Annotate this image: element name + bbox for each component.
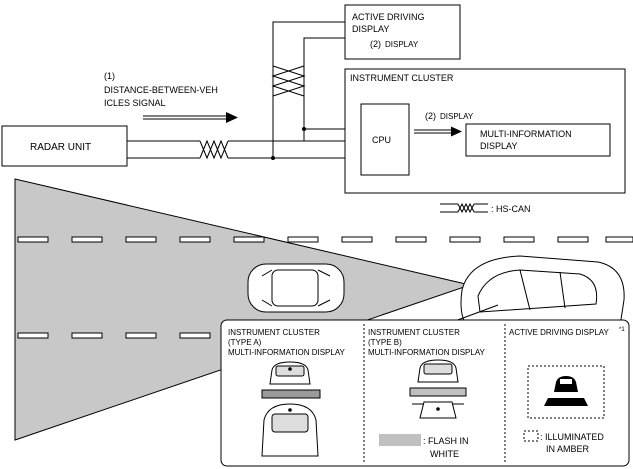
col-c-title: ACTIVE DRIVING DISPLAY xyxy=(509,328,610,337)
col-b-line3: MULTI-INFORMATION DISPLAY xyxy=(368,348,486,357)
active-display-line2: DISPLAY xyxy=(352,24,389,34)
illum-legend-line2: IN AMBER xyxy=(546,444,590,454)
bus-junction-2 xyxy=(271,156,275,160)
active-display-signal-num: (2) xyxy=(370,39,381,49)
multi-information-display-box xyxy=(465,123,611,157)
hs-can-bus-lines xyxy=(127,21,361,160)
cluster-signal-arrow xyxy=(414,126,462,137)
col-b-line1: INSTRUMENT CLUSTER xyxy=(368,328,460,337)
col-a-line1: INSTRUMENT CLUSTER xyxy=(228,328,320,337)
cpu-label: CPU xyxy=(372,135,391,145)
type-b-display-illustration xyxy=(409,359,467,419)
signal-number: (1) xyxy=(104,71,115,81)
signal-arrow xyxy=(143,112,238,123)
signal-label-line2: ICLES SIGNAL xyxy=(104,98,166,108)
mid-line1: MULTI-INFORMATION xyxy=(480,129,572,139)
radar-unit-label: RADAR UNIT xyxy=(30,142,91,153)
mid-line2: DISPLAY xyxy=(480,141,517,151)
active-display-signal-label: DISPLAY xyxy=(385,40,419,49)
lane-dashes-lower-overlay xyxy=(17,236,265,339)
flash-legend-line2: WHITE xyxy=(430,449,459,459)
type-a-display-illustration xyxy=(261,361,321,457)
col-c-note: *1 xyxy=(619,327,625,333)
flash-legend-line1: : FLASH IN xyxy=(423,436,469,446)
col-a-line3: MULTI-INFORMATION DISPLAY xyxy=(228,348,346,357)
preceding-vehicle-illustration xyxy=(247,263,345,313)
col-b-line2: (TYPE B) xyxy=(368,338,402,347)
col-a-line2: (TYPE A) xyxy=(228,338,262,347)
radar-unit-box xyxy=(1,125,128,167)
instrument-cluster-title: INSTRUMENT CLUSTER xyxy=(350,73,454,83)
hs-can-legend-label: : HS-CAN xyxy=(491,204,531,214)
active-display-line1: ACTIVE DRIVING xyxy=(352,12,425,22)
illum-legend-line1: : ILLUMINATED xyxy=(540,432,604,442)
hs-can-legend-symbol xyxy=(440,202,488,214)
active-driving-display-box xyxy=(344,4,461,60)
callout-pointer xyxy=(454,304,499,322)
active-display-vehicle-icon xyxy=(544,376,588,406)
signal-label-line1: DISTANCE-BETWEEN-VEH xyxy=(104,85,218,95)
cluster-signal-label: DISPLAY xyxy=(440,112,474,121)
flash-legend-swatch xyxy=(379,434,421,446)
illum-legend-swatch xyxy=(523,430,539,442)
own-vehicle-illustration xyxy=(460,255,625,331)
cluster-signal-num: (2) xyxy=(425,111,436,121)
cpu-box xyxy=(360,103,410,176)
